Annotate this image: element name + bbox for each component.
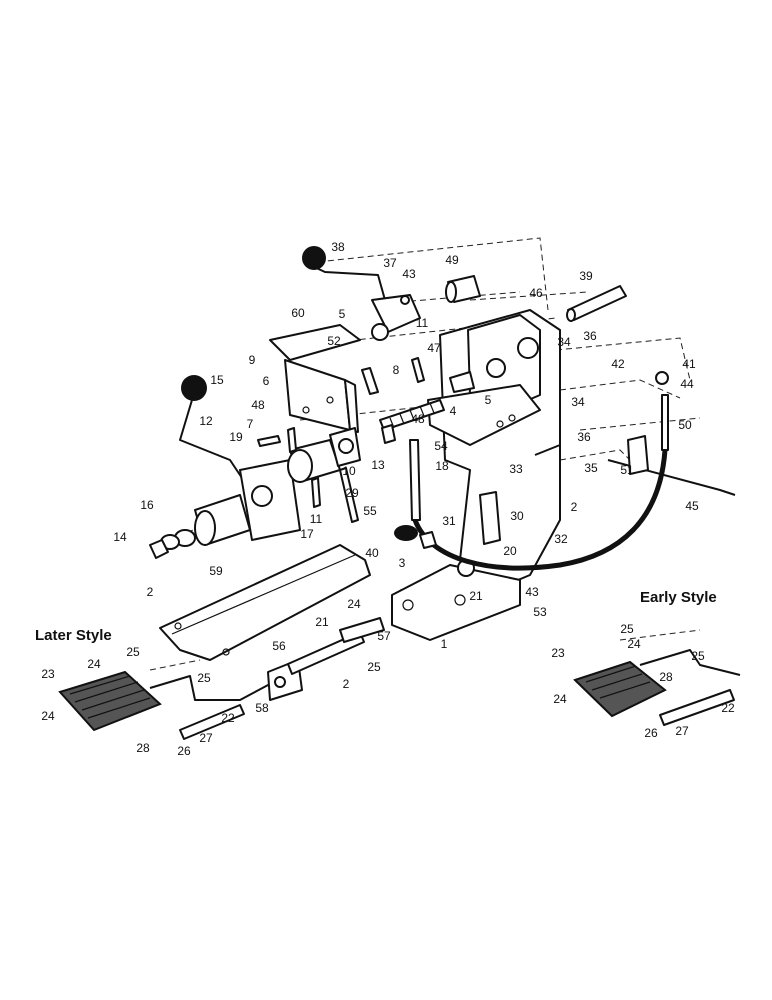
callout-12: 12: [199, 414, 213, 428]
callout-28: 28: [136, 741, 150, 755]
callout-51: 51: [620, 463, 634, 477]
callout-28: 28: [659, 670, 673, 684]
callout-24: 24: [347, 597, 361, 611]
callout-14: 14: [113, 530, 127, 544]
callout-25: 25: [197, 671, 211, 685]
callout-34: 34: [571, 395, 585, 409]
callout-10: 10: [342, 464, 356, 478]
callout-43: 43: [402, 267, 416, 281]
callout-57: 57: [377, 629, 391, 643]
callout-56: 56: [272, 639, 286, 653]
callout-26: 26: [177, 744, 191, 758]
callout-32: 32: [554, 532, 568, 546]
callout-48: 48: [411, 412, 425, 426]
callout-17: 17: [300, 527, 314, 541]
later-style-title: Later Style: [35, 627, 112, 644]
callout-2: 2: [147, 585, 154, 599]
sleeve-and-shaft: [445, 275, 627, 322]
callout-27: 27: [199, 731, 213, 745]
callout-44: 44: [680, 377, 694, 391]
pedal-pivot: [394, 491, 501, 549]
callout-31: 31: [442, 514, 456, 528]
callout-48: 48: [251, 398, 265, 412]
callout-60: 60: [291, 306, 305, 320]
callout-2: 2: [343, 677, 350, 691]
callout-53: 53: [533, 605, 547, 619]
callout-43: 43: [525, 585, 539, 599]
callout-22: 22: [221, 711, 235, 725]
callout-15: 15: [210, 373, 224, 387]
callout-25: 25: [620, 622, 634, 636]
upper-shift-lever: [302, 246, 421, 341]
callout-58: 58: [255, 701, 269, 715]
callout-36: 36: [577, 430, 591, 444]
throttle-cable: [409, 371, 736, 571]
callout-7: 7: [247, 417, 254, 431]
callout-3: 3: [399, 556, 406, 570]
callout-21: 21: [469, 589, 483, 603]
callout-21: 21: [315, 615, 329, 629]
callout-42: 42: [611, 357, 625, 371]
shift-spring-assembly: [361, 357, 475, 444]
callout-24: 24: [41, 709, 55, 723]
callout-49: 49: [445, 253, 459, 267]
callout-24: 24: [87, 657, 101, 671]
callout-19: 19: [229, 430, 243, 444]
upper-bracket: [427, 314, 541, 446]
callout-38: 38: [331, 240, 345, 254]
callout-1: 1: [441, 637, 448, 651]
callout-37: 37: [383, 256, 397, 270]
callout-4: 4: [450, 404, 457, 418]
callout-55: 55: [363, 504, 377, 518]
callout-9: 9: [249, 353, 256, 367]
callout-33: 33: [509, 462, 523, 476]
callout-11: 11: [310, 512, 323, 526]
callout-6: 6: [263, 374, 270, 388]
lever-knob-15: [181, 375, 207, 401]
callout-35: 35: [584, 461, 598, 475]
callout-5: 5: [485, 393, 492, 407]
callout-8: 8: [393, 363, 400, 377]
callout-52: 52: [327, 334, 341, 348]
callout-2: 2: [571, 500, 578, 514]
cover-plate: [159, 544, 371, 661]
callout-25: 25: [367, 660, 381, 674]
callout-11: 11: [416, 316, 429, 330]
callout-23: 23: [41, 667, 55, 681]
callout-47: 47: [427, 341, 441, 355]
callout-50: 50: [678, 418, 692, 432]
callout-5: 5: [339, 307, 346, 321]
callout-41: 41: [682, 357, 696, 371]
callout-24: 24: [627, 637, 641, 651]
early-style-pedal: [573, 649, 741, 726]
later-style-pedal: [58, 617, 385, 740]
callout-59: 59: [209, 564, 223, 578]
lower-shift-lever: [149, 375, 361, 559]
callout-29: 29: [345, 486, 359, 500]
callout-34: 34: [557, 335, 571, 349]
callout-40: 40: [365, 546, 379, 560]
shift-plate: [269, 324, 361, 433]
callout-54: 54: [434, 439, 448, 453]
callout-39: 39: [579, 269, 593, 283]
callout-18: 18: [435, 459, 449, 473]
callout-23: 23: [551, 646, 565, 660]
early-style-title: Early Style: [640, 589, 717, 606]
callout-16: 16: [140, 498, 154, 512]
callout-27: 27: [675, 724, 689, 738]
callout-25: 25: [691, 649, 705, 663]
callout-25: 25: [126, 645, 140, 659]
callout-36: 36: [583, 329, 597, 343]
callout-45: 45: [685, 499, 699, 513]
callout-22: 22: [721, 701, 735, 715]
callout-26: 26: [644, 726, 658, 740]
callout-30: 30: [510, 509, 524, 523]
callout-24: 24: [553, 692, 567, 706]
lever-knob-38: [302, 246, 326, 270]
callout-13: 13: [371, 458, 385, 472]
callout-20: 20: [503, 544, 517, 558]
callout-46: 46: [529, 286, 543, 300]
